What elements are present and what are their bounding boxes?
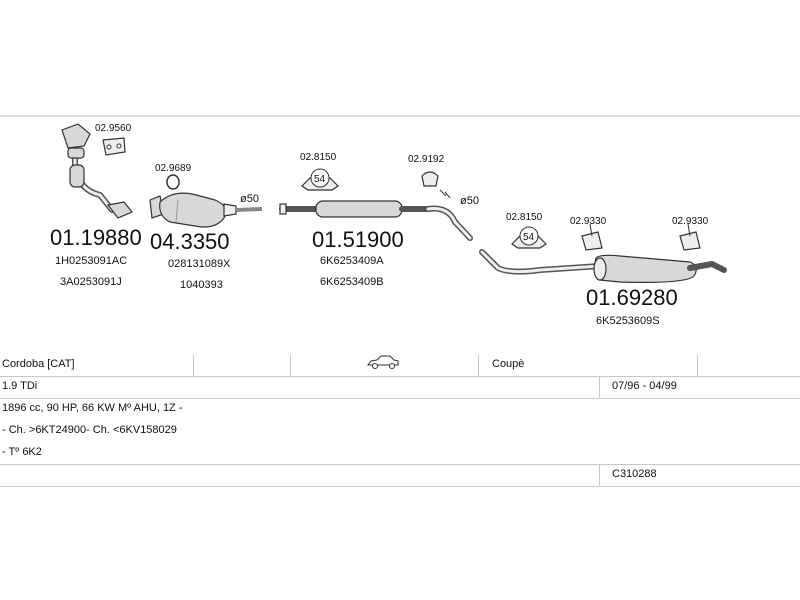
catalytic-converter-part[interactable] [149,192,263,228]
gasket-icon [102,137,126,156]
part-ref: 1H0253091AC [55,255,127,267]
date-range-cell: 07/96 - 04/99 [612,380,677,392]
rubber-mount-icon: 54 [511,226,547,249]
part-number[interactable]: 01.19880 [50,225,142,250]
part-ref: 6K6253409B [320,276,384,288]
accessory-label: 02.9330 [672,216,709,227]
hanger-icon [679,223,701,251]
table-row: - Ch. >6KT24900- Ch. <6KV158029 [0,421,800,443]
model-cell: Cordoba [CAT] [2,358,75,370]
part-ref: 1040393 [180,279,223,291]
table-row: 1896 cc, 90 HP, 66 KW Mº AHU, 1Z - [0,399,800,421]
part-number[interactable]: 01.69280 [586,285,678,310]
front-pipe-part[interactable] [61,123,133,219]
part-number[interactable]: 04.3350 [150,229,230,254]
part-ref: 3A0253091J [60,276,122,288]
part-number[interactable]: 01.51900 [312,227,404,252]
engine-cell: 1.9 TDi [2,380,38,392]
code-cell: C310288 [612,468,657,480]
rear-silencer-part[interactable] [479,249,727,283]
badge-label: 54 [314,174,326,185]
badge-label: 54 [523,232,535,243]
accessory-label: 02.9192 [408,154,445,165]
accessory-label: 02.8150 [300,152,337,163]
accessory-label: 02.9560 [95,123,132,134]
spec-cell: - Tº 6K2 [2,446,42,458]
part-ref: 028131089X [168,258,231,270]
accessory-label: 02.9689 [155,163,192,174]
middle-silencer-part[interactable] [279,200,431,218]
accessory-label: 02.8150 [506,212,543,223]
accessory-label: 02.9330 [570,216,607,227]
table-row: Cordoba [CAT] Coupè [0,355,800,377]
rubber-mount-icon: 54 [301,168,339,191]
table-row: - Tº 6K2 [0,443,800,465]
diameter-label: ø50 [460,195,479,207]
clamp-ring-icon [166,174,180,190]
connecting-pipe-part[interactable] [425,205,473,241]
part-ref: 6K5253609S [596,315,660,327]
table-row: 1.9 TDi 07/96 - 04/99 [0,377,800,399]
flex-joint-icon [69,164,85,188]
spec-cell: - Ch. >6KT24900- Ch. <6KV158029 [2,424,177,436]
table-row: C310288 [0,465,800,487]
clamp-icon [421,171,451,199]
part-ref: 6K6253409A [320,255,384,267]
hanger-icon [581,223,603,251]
spec-cell: 1896 cc, 90 HP, 66 KW Mº AHU, 1Z - [2,402,183,414]
diameter-label: ø50 [240,193,259,205]
car-icon [366,353,400,375]
body-type-cell: Coupè [492,358,525,370]
